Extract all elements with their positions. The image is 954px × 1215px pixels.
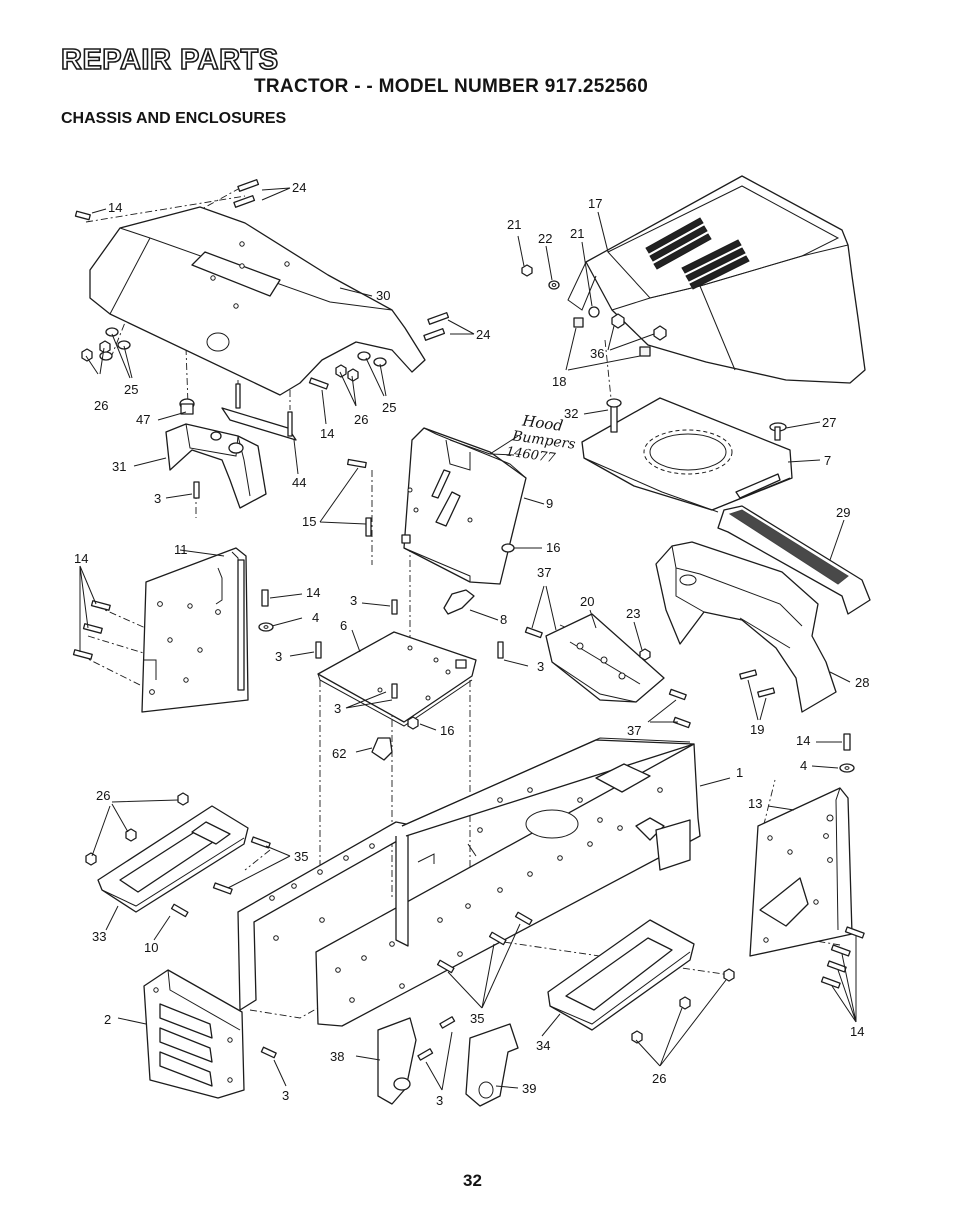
callout-26: 26 — [354, 412, 368, 427]
callout-34: 34 — [536, 1038, 550, 1053]
callout-2: 2 — [104, 1012, 111, 1027]
callout-9: 9 — [546, 496, 553, 511]
callout-6: 6 — [340, 618, 347, 633]
callout-18: 18 — [552, 374, 566, 389]
frame-part-1 — [237, 737, 701, 1027]
callout-35: 35 — [294, 849, 308, 864]
callout-numbers: 14 24 30 24 26 25 47 14 26 25 31 44 3 21… — [74, 180, 869, 1108]
pan-part-7 — [581, 397, 793, 513]
callout-26: 26 — [652, 1071, 666, 1086]
front-bumper-part-28 — [655, 541, 837, 713]
callout-1: 1 — [736, 765, 743, 780]
callout-38: 38 — [330, 1049, 344, 1064]
callout-28: 28 — [855, 675, 869, 690]
callout-36: 36 — [590, 346, 604, 361]
hood-part-17 — [567, 175, 866, 384]
page-number: 32 — [463, 1171, 482, 1190]
grille-part-29 — [717, 505, 871, 615]
callout-20: 20 — [580, 594, 594, 609]
callout-14: 14 — [74, 551, 88, 566]
callout-14: 14 — [320, 426, 334, 441]
left-side-panel-part-11 — [141, 547, 249, 713]
callout-19: 19 — [750, 722, 764, 737]
callout-3: 3 — [282, 1088, 289, 1103]
mounting-bracket-part-20 — [545, 613, 665, 703]
callout-21: 21 — [570, 226, 584, 241]
model-subtitle: TRACTOR - - MODEL NUMBER 917.252560 — [254, 76, 649, 97]
callout-37: 37 — [537, 565, 551, 580]
callout-25: 25 — [382, 400, 396, 415]
callout-25: 25 — [124, 382, 138, 397]
callout-27: 27 — [822, 415, 836, 430]
callout-11: 11 — [174, 542, 188, 557]
handwritten-note-line3: 146077 — [505, 444, 557, 466]
callout-24: 24 — [292, 180, 306, 195]
callout-22: 22 — [538, 231, 552, 246]
callout-3: 3 — [154, 491, 161, 506]
callout-3: 3 — [334, 701, 341, 716]
callout-14: 14 — [108, 200, 122, 215]
right-side-panel-part-13 — [749, 787, 853, 957]
callout-21: 21 — [507, 217, 521, 232]
dash-panel-part-30 — [89, 206, 426, 396]
frame-holes — [269, 787, 663, 1003]
callout-47: 47 — [136, 412, 150, 427]
handwritten-note-line1: Hood — [520, 411, 564, 435]
callout-3: 3 — [275, 649, 282, 664]
callout-17: 17 — [588, 196, 602, 211]
callout-29: 29 — [836, 505, 850, 520]
hood-vent-grille — [645, 217, 750, 290]
callout-10: 10 — [144, 940, 158, 955]
callout-62: 62 — [332, 746, 346, 761]
bracket-part-38 — [377, 1017, 417, 1105]
callout-4: 4 — [312, 610, 319, 625]
callout-16: 16 — [546, 540, 560, 555]
callout-14: 14 — [796, 733, 810, 748]
callout-15: 15 — [302, 514, 316, 529]
callout-32: 32 — [564, 406, 578, 421]
callout-3: 3 — [436, 1093, 443, 1108]
callout-23: 23 — [626, 606, 640, 621]
callout-31: 31 — [112, 459, 126, 474]
rear-plate-part-2 — [143, 969, 245, 1099]
callout-39: 39 — [522, 1081, 536, 1096]
callout-14: 14 — [850, 1024, 864, 1039]
callout-33: 33 — [92, 929, 106, 944]
page-title: REPAIR PARTS — [60, 43, 279, 77]
hood-pivot-hardware — [521, 264, 560, 290]
callout-37: 37 — [627, 723, 641, 738]
callout-7: 7 — [824, 453, 831, 468]
clip-parts — [371, 589, 475, 761]
callout-26: 26 — [96, 788, 110, 803]
fasteners — [72, 179, 865, 1061]
footrest-part-34 — [547, 919, 695, 1031]
steering-bracket-part-31 — [165, 383, 297, 509]
callout-4: 4 — [800, 758, 807, 773]
callout-35: 35 — [470, 1011, 484, 1026]
dash-support-part-9 — [401, 427, 527, 585]
callout-16: 16 — [440, 723, 454, 738]
callout-3: 3 — [350, 593, 357, 608]
callout-44: 44 — [292, 475, 306, 490]
callout-8: 8 — [500, 612, 507, 627]
callout-26: 26 — [94, 398, 108, 413]
callout-3: 3 — [537, 659, 544, 674]
pan-fasteners — [606, 398, 787, 441]
footrest-part-33 — [97, 805, 249, 913]
callout-30: 30 — [376, 288, 390, 303]
callout-14: 14 — [306, 585, 320, 600]
callout-24: 24 — [476, 327, 490, 342]
callout-13: 13 — [748, 796, 762, 811]
control-plate-part-6 — [317, 631, 477, 727]
section-heading: CHASSIS AND ENCLOSURES — [61, 110, 287, 127]
leader-lines — [79, 187, 857, 1091]
bracket-part-39 — [465, 1023, 519, 1107]
